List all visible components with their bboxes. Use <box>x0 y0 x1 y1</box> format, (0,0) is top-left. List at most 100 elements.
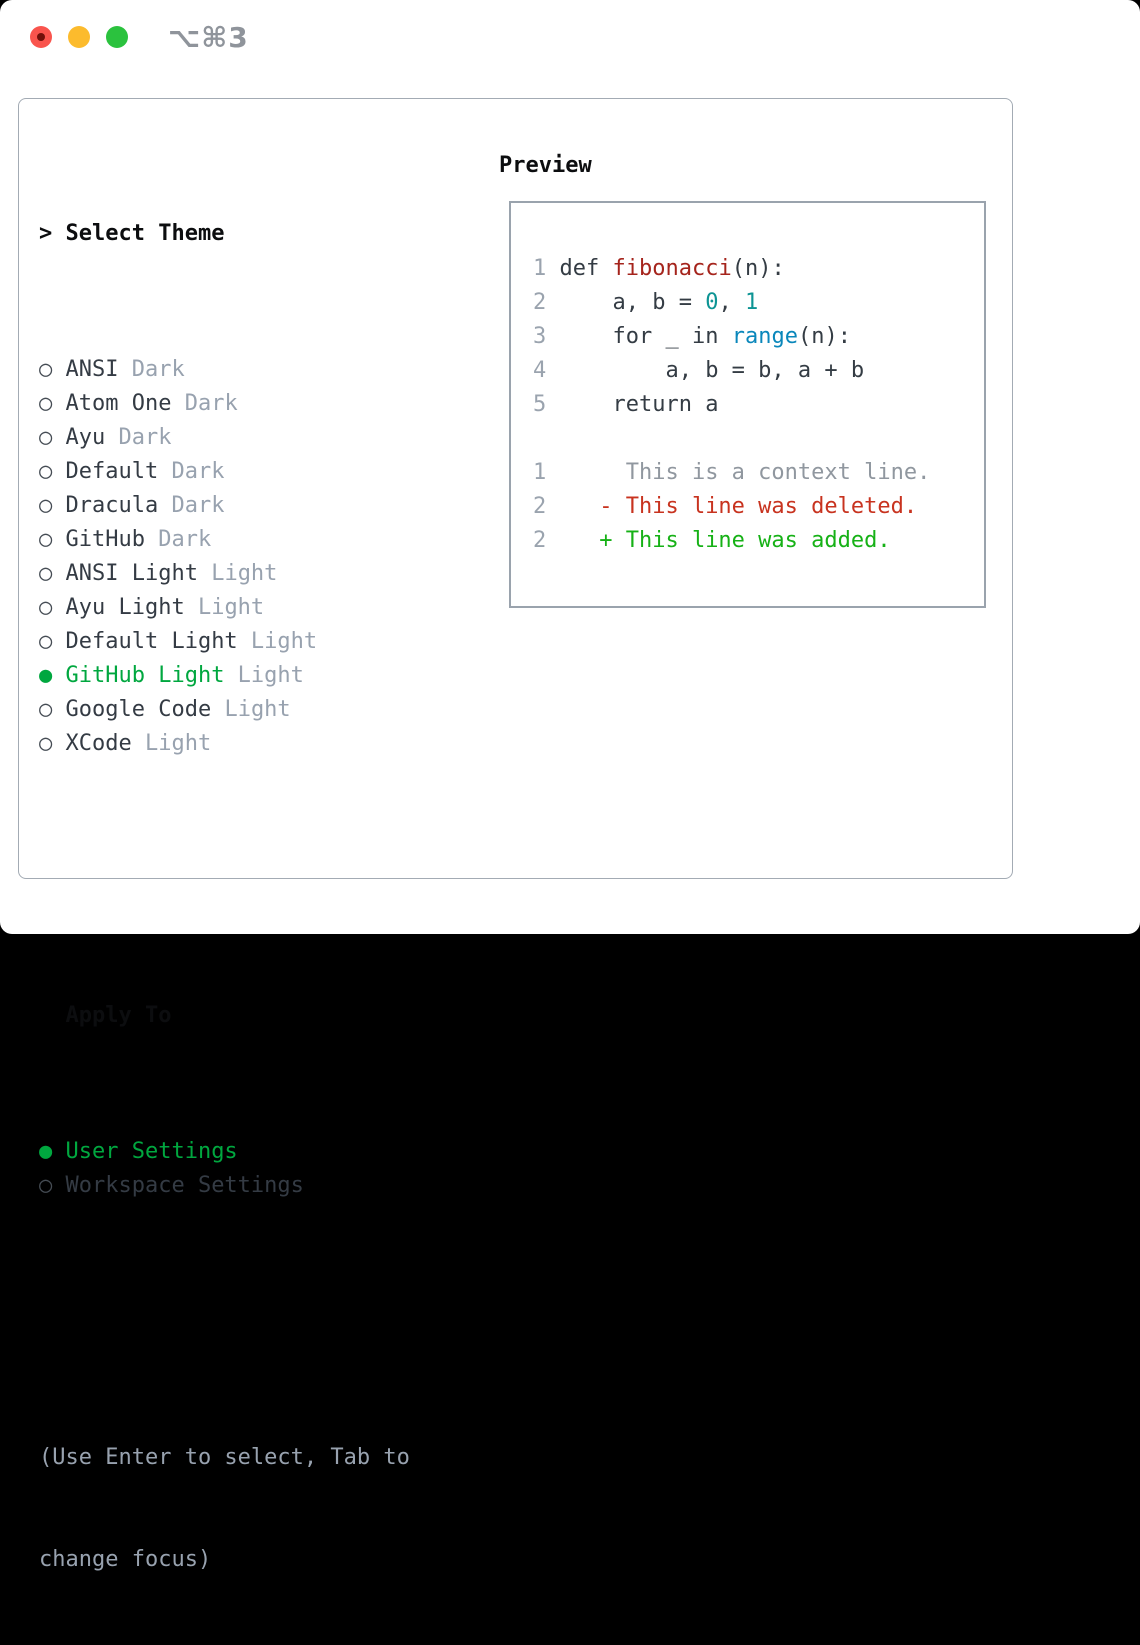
option-label: XCode <box>52 731 132 756</box>
line-number: 4 <box>533 358 547 383</box>
minimize-button[interactable] <box>68 26 90 48</box>
option-label: Atom One <box>52 391 172 416</box>
radio-selected-icon: ● <box>39 663 53 688</box>
theme-option-ayu-light[interactable]: ○ Ayu Light Light <box>39 591 410 625</box>
code-line: 2 a, b = 0, 1 <box>533 286 976 320</box>
radio-unselected-icon: ○ <box>39 527 53 552</box>
code-line: 3 for _ in range(n): <box>533 320 976 354</box>
line-number: 1 <box>533 460 547 485</box>
diff-line: 1 This is a context line. <box>533 456 976 490</box>
code-segment-plain <box>546 392 612 417</box>
option-label: ANSI Light <box>52 561 198 586</box>
code-line: 4 a, b = b, a + b <box>533 354 976 388</box>
code-segment-plain: (n): <box>797 324 851 349</box>
option-label: ANSI <box>52 357 119 382</box>
theme-option-github[interactable]: ○ GitHub Dark <box>39 523 410 557</box>
theme-list-column: > Select Theme ○ ANSI Dark○ Atom One Dar… <box>39 149 410 1645</box>
line-number: 2 <box>533 494 547 519</box>
hint-text-line-2: change focus) <box>39 1547 212 1572</box>
theme-option-default[interactable]: ○ Default Dark <box>39 455 410 489</box>
app-window: ⌥⌘3 > Select Theme ○ ANSI Dark○ Atom One… <box>0 0 1140 1572</box>
theme-option-dracula[interactable]: ○ Dracula Dark <box>39 489 410 523</box>
code-segment-deleted: - This line was deleted. <box>546 494 918 519</box>
theme-option-atom-one[interactable]: ○ Atom One Dark <box>39 387 410 421</box>
option-variant-label: Dark <box>144 527 212 552</box>
option-variant-label: Light <box>237 629 318 654</box>
theme-option-default-light[interactable]: ○ Default Light Light <box>39 625 410 659</box>
option-variant-label: Light <box>131 731 212 756</box>
code-segment-plain <box>599 256 612 281</box>
apply-to-list: ● User Settings○ Workspace Settings <box>39 1135 410 1203</box>
code-segment-added: + This line was added. <box>546 528 891 553</box>
hint-text-line-1: (Use Enter to select, Tab to <box>39 1445 410 1470</box>
code-line: 5 return a <box>533 388 976 422</box>
code-segment-keyword: in <box>691 324 719 349</box>
option-variant-label: Light <box>197 561 278 586</box>
theme-option-github-light[interactable]: ● GitHub Light Light <box>39 659 410 693</box>
radio-unselected-icon: ○ <box>39 697 53 722</box>
theme-option-google-code[interactable]: ○ Google Code Light <box>39 693 410 727</box>
radio-unselected-icon: ○ <box>39 425 53 450</box>
radio-unselected-icon: ○ <box>39 459 53 484</box>
line-number: 3 <box>533 324 547 349</box>
code-segment-plain: (n): <box>731 256 785 281</box>
radio-unselected-icon: ○ <box>39 731 53 756</box>
window-title: ⌥⌘3 <box>168 20 249 54</box>
code-segment-keyword: def <box>559 256 600 281</box>
diff-line: 2 - This line was deleted. <box>533 490 976 524</box>
focus-caret-icon: > <box>39 221 66 246</box>
apply-to-header-label: Apply To <box>65 1003 172 1028</box>
code-segment-plain <box>546 324 612 349</box>
code-segment-keyword: for <box>612 324 653 349</box>
option-label: Ayu Light <box>52 595 185 620</box>
code-segment-plain: a, b = <box>546 290 706 315</box>
line-number: 2 <box>533 290 547 315</box>
preview-header: Preview <box>499 153 592 178</box>
radio-unselected-icon: ○ <box>39 629 53 654</box>
theme-list: ○ ANSI Dark○ Atom One Dark○ Ayu Dark○ De… <box>39 353 410 761</box>
radio-unselected-icon: ○ <box>39 1173 53 1198</box>
theme-option-ansi[interactable]: ○ ANSI Dark <box>39 353 410 387</box>
code-segment-plain: , <box>718 290 745 315</box>
code-segment-builtin: range <box>731 324 798 349</box>
code-segment-context: This is a context line. <box>546 460 931 485</box>
code-segment-keyword: return <box>612 392 692 417</box>
line-number: 1 <box>533 256 547 281</box>
traffic-lights <box>30 26 128 48</box>
code-segment-number: 1 <box>744 290 759 315</box>
theme-option-ansi-light[interactable]: ○ ANSI Light Light <box>39 557 410 591</box>
option-label: Dracula <box>52 493 159 518</box>
code-line: 1 def fibonacci(n): <box>533 252 976 286</box>
theme-option-xcode[interactable]: ○ XCode Light <box>39 727 410 761</box>
option-label: Default <box>52 459 159 484</box>
apply-option-workspace-settings[interactable]: ○ Workspace Settings <box>39 1169 410 1203</box>
apply-option-user-settings[interactable]: ● User Settings <box>39 1135 410 1169</box>
radio-unselected-icon: ○ <box>39 561 53 586</box>
option-variant-label: Dark <box>105 425 172 450</box>
option-variant-label: Dark <box>158 493 225 518</box>
theme-selector-panel: > Select Theme ○ ANSI Dark○ Atom One Dar… <box>18 98 1013 1572</box>
option-variant-label: Light <box>184 595 265 620</box>
code-line <box>533 422 976 456</box>
option-label: Workspace Settings <box>52 1173 304 1198</box>
zoom-button[interactable] <box>106 26 128 48</box>
option-label: Default Light <box>52 629 238 654</box>
option-label: User Settings <box>52 1139 238 1164</box>
radio-selected-icon: ● <box>39 1139 53 1164</box>
theme-option-ayu[interactable]: ○ Ayu Dark <box>39 421 410 455</box>
close-button[interactable] <box>30 26 52 48</box>
code-segment-plain: a <box>691 392 719 417</box>
line-number: 5 <box>533 392 547 417</box>
line-number: 2 <box>533 528 547 553</box>
apply-to-header: Apply To <box>39 999 410 1033</box>
spacer <box>39 1305 410 1339</box>
select-theme-header: > Select Theme <box>39 217 410 251</box>
option-variant-label: Dark <box>158 459 225 484</box>
option-variant-label: Dark <box>171 391 238 416</box>
option-variant-label: Dark <box>118 357 185 382</box>
option-label: Google Code <box>52 697 212 722</box>
select-theme-header-label: Select Theme <box>65 221 225 246</box>
code-segment-plain: a, b = b, a + b <box>546 358 865 383</box>
code-segment-title: fibonacci <box>612 256 732 281</box>
